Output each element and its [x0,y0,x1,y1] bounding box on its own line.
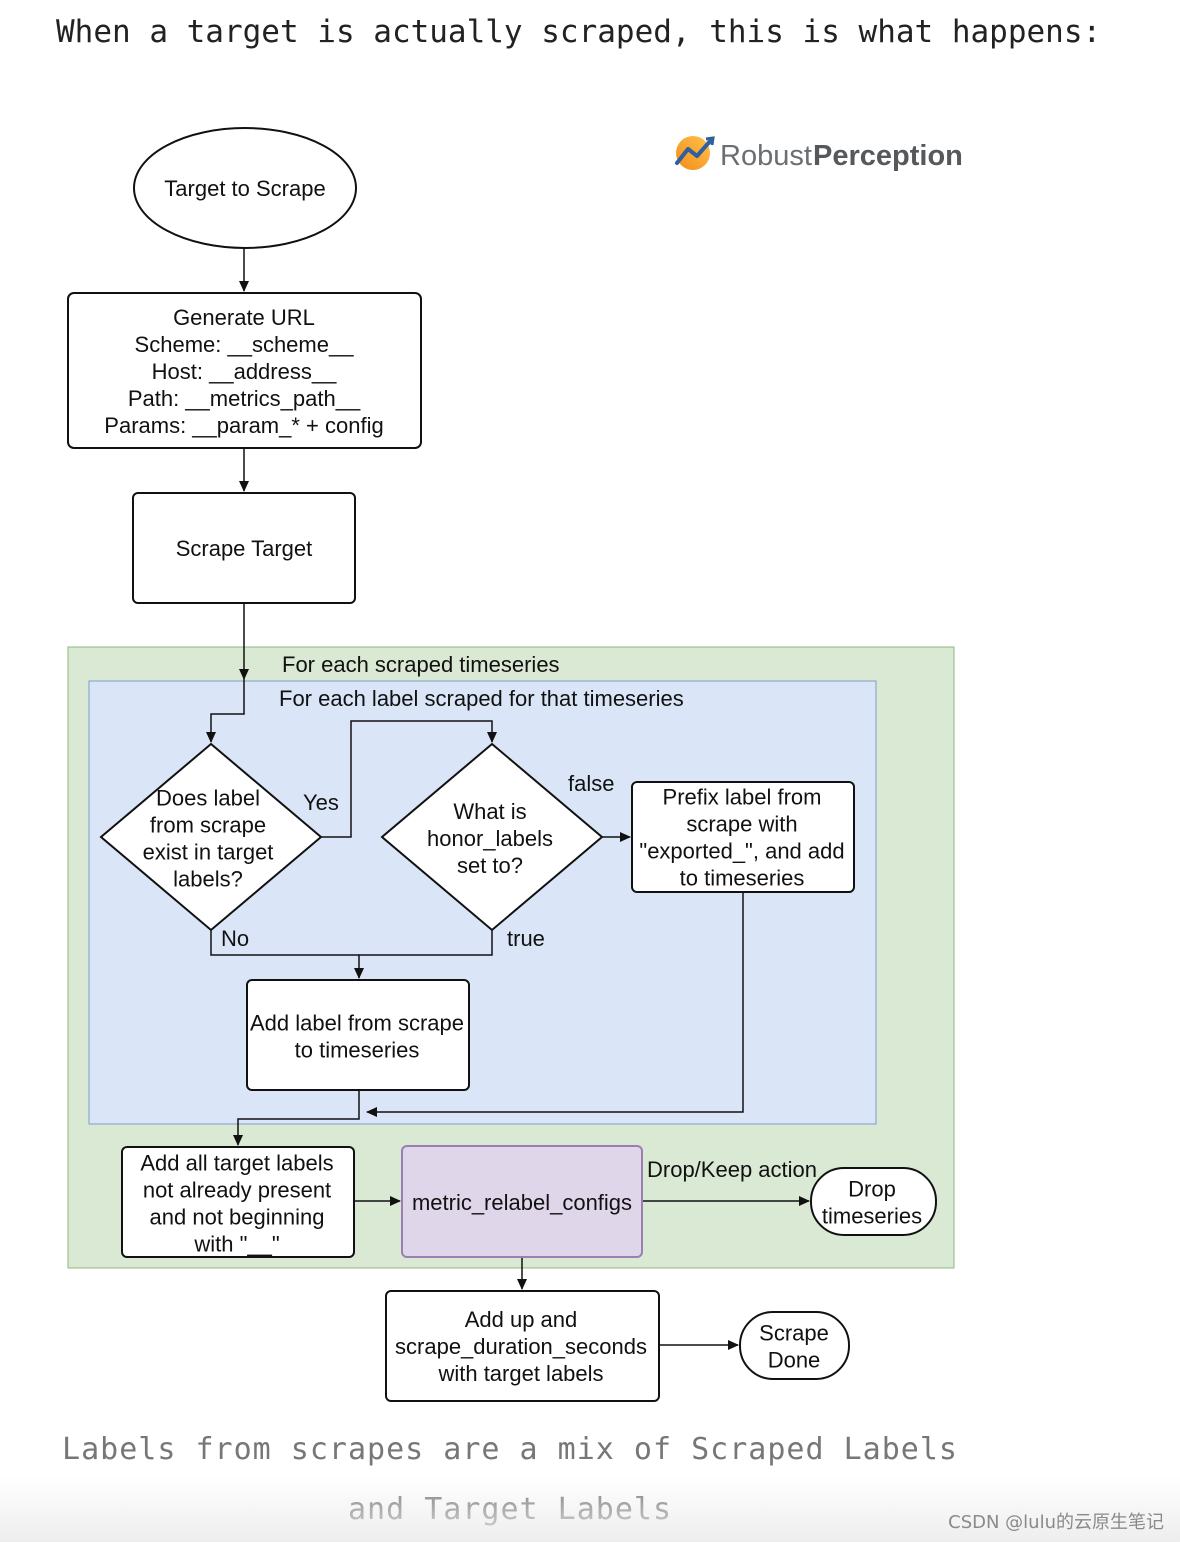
node-label-generate-url-line-2: Scheme: __scheme__ [135,332,355,357]
robust-perception-logo: Robust Perception [675,136,963,172]
node-label-scrape-done-line-2: Done [768,1348,821,1373]
node-label-generate-url-line-4: Path: __metrics_path__ [128,386,361,411]
edge-label-true: true [507,926,545,951]
node-label-prefix-label-line-3: "exported_", and add [639,839,844,864]
edge-add-to-next [233,1090,360,1146]
node-label-honor-labels-line-1: What is [453,799,526,824]
node-label-add-label-line-2: to timeseries [295,1038,420,1063]
watermark: CSDN @lulu的云原生笔记 [948,1512,1164,1533]
node-label-prefix-label-line-4: to timeseries [680,866,805,891]
node-label-metric-relabel-line-1: metric_relabel_configs [412,1190,632,1215]
node-label-prefix-label-line-1: Prefix label from [663,785,822,810]
edge-true [354,930,493,979]
node-metric-relabel-configs [401,1145,643,1258]
node-label-add-target-labels-line-4: with "__" [193,1232,279,1257]
node-label-add-target-labels-line-1: Add all target labels [140,1151,333,1176]
node-label-does-label-exist-line-2: from scrape [150,813,266,838]
outer-group-label: For each scraped timeseries [282,652,560,677]
node-drop-timeseries [810,1167,937,1236]
node-label-add-up-line-3: with target labels [437,1361,603,1386]
logo-word-perception: Perception [813,140,963,172]
node-label-does-label-exist-line-3: exist in target [143,840,274,865]
node-label-drop-timeseries-line-1: Drop [848,1177,896,1202]
logo-word-robust: Robust [720,140,812,172]
edge-yes [321,720,497,838]
node-label-generate-url-line-3: Host: __address__ [152,359,337,384]
flowchart-diagram: Robust Perception For each scraped times… [67,127,963,1402]
node-scrape-done [739,1311,850,1380]
node-label-add-label-line-1: Add label from scrape [250,1011,464,1036]
edge-prefix-to-join [366,892,744,1117]
node-label-add-up-line-2: scrape_duration_seconds [395,1334,647,1359]
node-label-honor-labels-line-3: set to? [457,853,523,878]
node-label-honor-labels-line-2: honor_labels [427,826,553,851]
inner-group-label: For each label scraped for that timeseri… [279,686,684,711]
node-label-add-target-labels-line-3: and not beginning [150,1205,325,1230]
edge-loop-to-decision [206,679,245,743]
edge-label-drop-keep: Drop/Keep action [647,1157,817,1182]
node-scrape-target [132,492,356,604]
edge-no [210,930,359,956]
node-label-does-label-exist-line-1: Does label [156,786,260,811]
edge-label-no: No [221,926,249,951]
caption-line-1: Labels from scrapes are a mix of Scraped… [62,1432,958,1467]
node-label-generate-url-line-5: Params: __param_* + config [104,413,383,438]
node-generate-url [67,292,422,449]
node-target-to-scrape [133,127,357,249]
node-label-add-target-labels-line-2: not already present [143,1178,331,1203]
node-add-up [385,1290,660,1402]
node-label-generate-url-line-1: Generate URL [173,305,315,330]
caption-line-2: and Target Labels [347,1492,673,1527]
node-label-add-up-line-1: Add up and [465,1307,578,1332]
node-label-does-label-exist-line-4: labels? [173,867,243,892]
node-honor-labels [380,742,604,932]
edge-label-false: false [568,771,614,796]
node-label-prefix-label-line-2: scrape with [686,812,797,837]
node-prefix-label [631,781,855,893]
node-label-drop-timeseries-line-2: timeseries [822,1204,922,1229]
node-label-scrape-target-line-1: Scrape Target [176,536,313,561]
node-label-target-to-scrape-line-1: Target to Scrape [164,176,325,201]
node-add-target-labels [121,1146,355,1258]
node-label-scrape-done-line-1: Scrape [759,1321,829,1346]
node-add-label [246,979,470,1091]
edge-label-yes: Yes [303,790,339,815]
intro-text: When a target is actually scraped, this … [56,14,1102,50]
node-does-label-exist [99,742,323,932]
